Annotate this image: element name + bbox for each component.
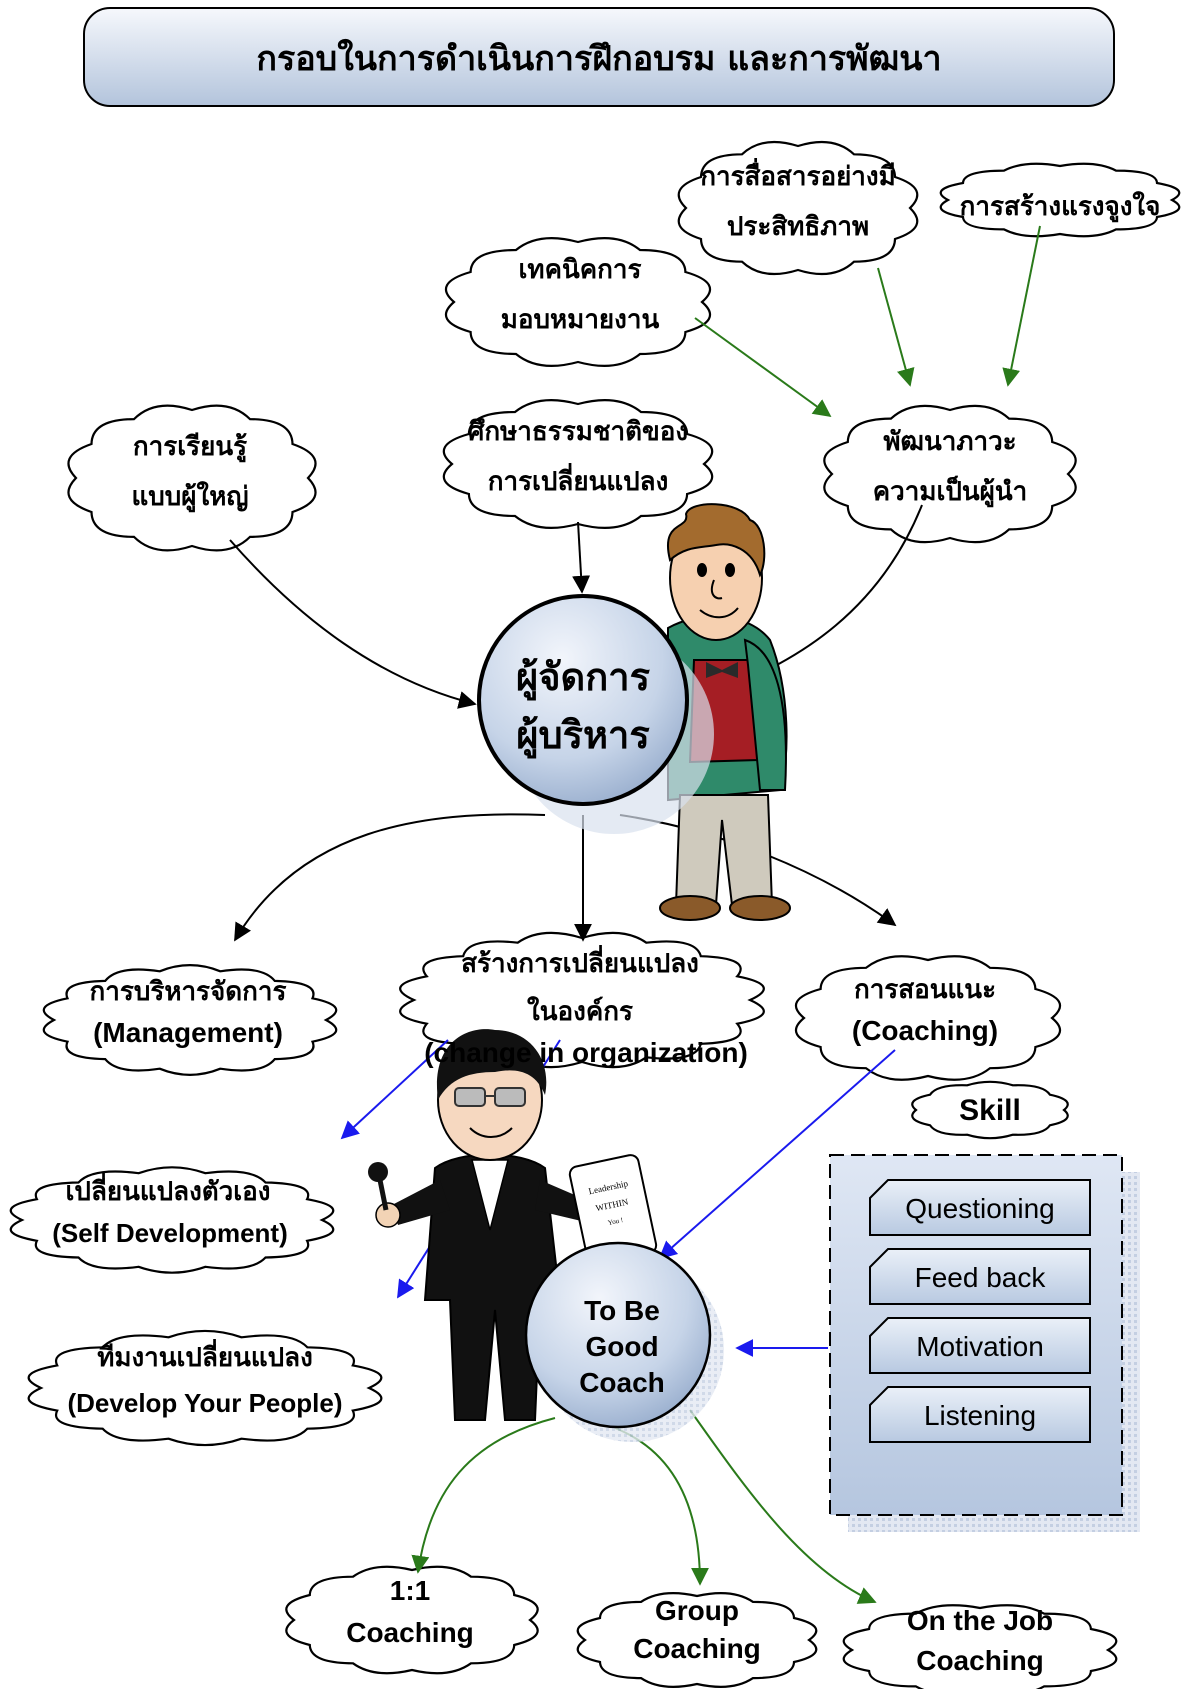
cloud-nature-of-change (442, 399, 714, 529)
group-label-2: Coaching (633, 1633, 761, 1664)
coach-cartoon: Leadership WITHIN You ! (368, 1029, 658, 1421)
adult-learning-label-2: แบบผู้ใหญ่ (132, 481, 249, 513)
arrow-nature-to-manager (572, 521, 591, 594)
management-label-2: (Management) (93, 1017, 283, 1048)
skill-item-label: Listening (924, 1400, 1036, 1431)
skill-label: Skill (959, 1094, 1021, 1127)
motivation-top-label: การสร้างแรงจูงใจ (960, 191, 1161, 223)
adult-learning-label-1: การเรียนรู้ (133, 432, 247, 463)
one-on-one-label-1: 1:1 (390, 1575, 430, 1606)
cloud-on-the-job (842, 1604, 1118, 1689)
skill-item: Listening (869, 1386, 1091, 1443)
one-on-one-label-2: Coaching (346, 1617, 474, 1648)
communication-label-2: ประสิทธิภาพ (727, 212, 869, 242)
change-label-3: (change in organization) (424, 1037, 748, 1068)
cloud-group (576, 1592, 818, 1688)
coach-label-2: Good (585, 1331, 658, 1362)
delegation-label-1: เทคนิคการ (519, 255, 642, 285)
self-dev-label-2: (Self Development) (52, 1218, 288, 1248)
title-banner: กรอบในการดำเนินการฝึกอบรม และการพัฒนา (83, 7, 1115, 107)
arrow-motivation-to-leadership (1002, 225, 1041, 387)
manager-node: ผู้จัดการ ผู้บริหาร (477, 594, 714, 834)
arrow-coach-to-group (614, 1427, 709, 1586)
change-label-1: สร้างการเปลี่ยนแปลง (461, 944, 699, 979)
cloud-management (42, 964, 338, 1076)
skill-item-label: Motivation (916, 1331, 1044, 1362)
cloud-leadership (823, 404, 1077, 544)
cloud-skill (911, 1080, 1069, 1140)
manager-label-1: ผู้จัดการ (516, 655, 651, 701)
arrow-manager-to-management (234, 813, 546, 942)
on-the-job-label-2: Coaching (916, 1645, 1044, 1676)
cloud-motivation (939, 162, 1181, 238)
cloud-adult-learning (67, 404, 317, 552)
management-label-1: การบริหารจัดการ (90, 977, 287, 1007)
leadership-label-1: พัฒนาภาวะ (883, 427, 1016, 457)
arrow-delegation-to-leadership (694, 317, 832, 418)
skill-item: Questioning (869, 1179, 1091, 1236)
coach-label-3: Coach (579, 1367, 665, 1398)
arrow-coach-to-on-the-job (689, 1409, 877, 1604)
arrow-adult-learning-to-manager (229, 539, 477, 709)
people-dev-label-2: (Develop Your People) (68, 1388, 343, 1418)
self-dev-label-1: เปลี่ยนแปลงตัวเอง (66, 1172, 271, 1207)
arrow-coach-to-one-on-one (411, 1417, 556, 1574)
coach-label-1: To Be (584, 1295, 660, 1326)
skill-item: Motivation (869, 1317, 1091, 1374)
communication-label-1: การสื่อสารอย่างมี (700, 157, 896, 192)
nature-label-1: ศึกษาธรรมชาติของ (468, 417, 688, 447)
arrow-coaching-to-coach (658, 1049, 896, 1260)
nature-label-2: การเปลี่ยนแปลง (488, 462, 669, 497)
skill-item-label: Feed back (915, 1262, 1047, 1293)
skill-item: Feed back (869, 1248, 1091, 1305)
paper-line-3: You ! (607, 1216, 624, 1227)
cloud-communication (677, 140, 919, 276)
coaching-label-1: การสอนแนะ (854, 975, 996, 1005)
arrow-change-to-self (340, 1039, 449, 1140)
coach-node: To Be Good Coach (524, 1241, 724, 1442)
change-label-2: ในองค์กร (527, 996, 633, 1027)
cloud-one-on-one (285, 1565, 539, 1675)
cloud-coaching (794, 955, 1062, 1081)
on-the-job-label-1: On the Job (907, 1605, 1053, 1636)
group-label-1: Group (655, 1595, 739, 1626)
skill-item-label: Questioning (905, 1193, 1054, 1224)
leadership-label-2: ความเป็นผู้นำ (873, 475, 1028, 508)
delegation-label-2: มอบหมายงาน (501, 305, 660, 335)
people-dev-label-1: ทีมงานเปลี่ยนแปลง (97, 1338, 313, 1373)
cloud-self-dev (9, 1166, 335, 1274)
page-title: กรอบในการดำเนินการฝึกอบรม และการพัฒนา (256, 38, 941, 79)
arrow-communication-to-leadership (877, 267, 915, 387)
coaching-label-2: (Coaching) (852, 1015, 998, 1046)
cloud-delegation (444, 237, 712, 367)
cloud-labels: การสื่อสารอย่างมี ประสิทธิภาพ การสร้างแร… (52, 157, 1160, 1676)
cloud-people-dev (27, 1329, 383, 1447)
manager-label-2: ผู้บริหาร (516, 713, 650, 759)
